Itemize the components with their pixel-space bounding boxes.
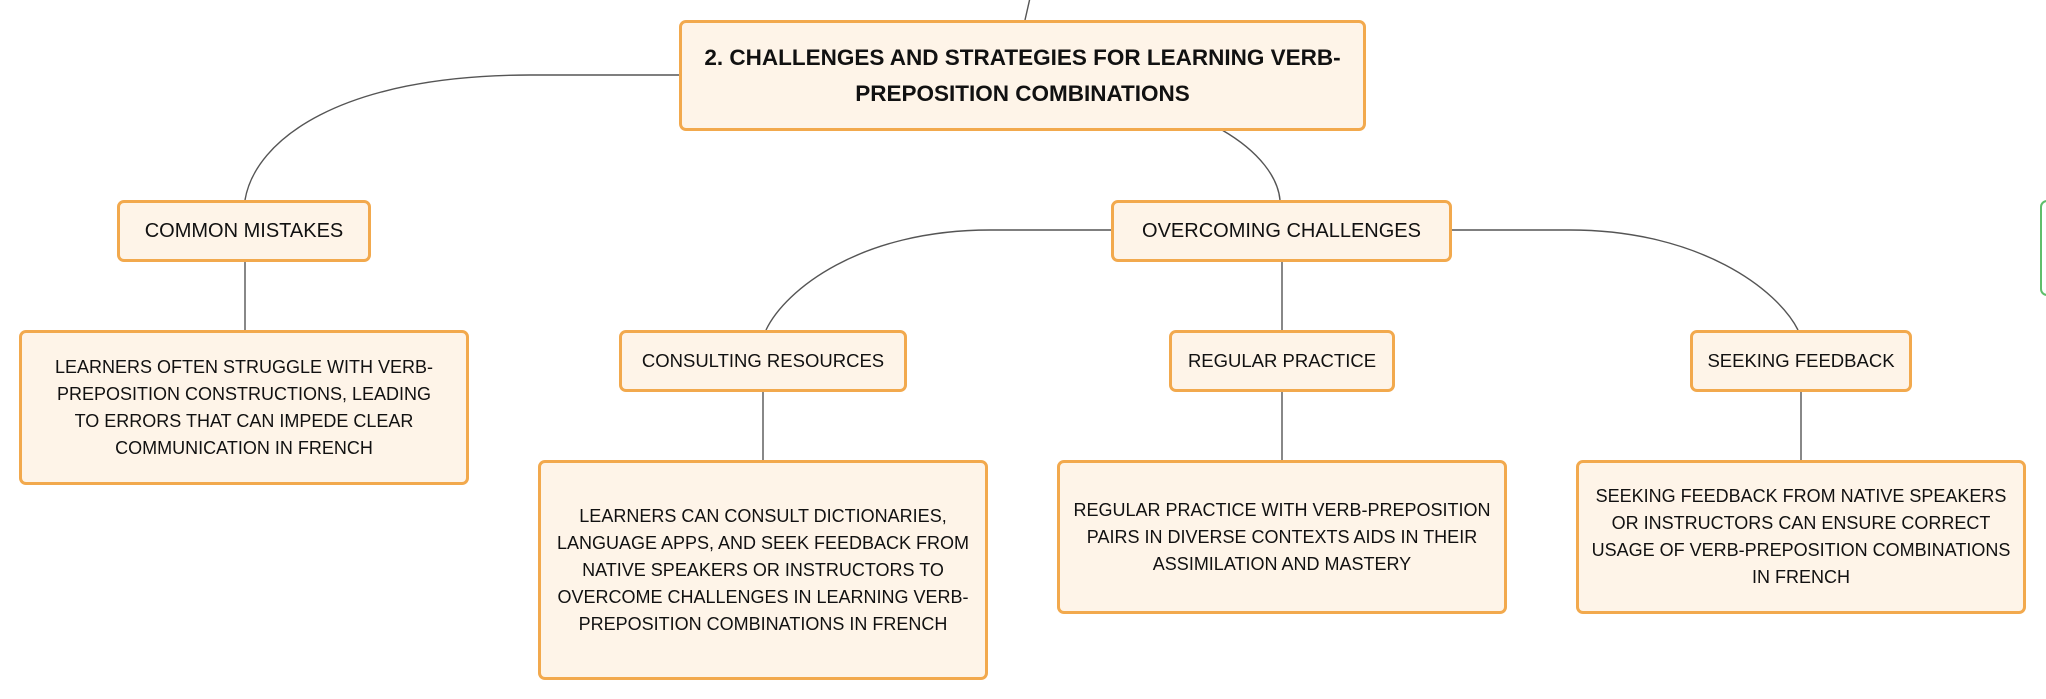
consulting-resources-node[interactable]: CONSULTING RESOURCES: [619, 330, 907, 392]
connector-overcoming-to-feedback: [1452, 229, 1799, 331]
common-mistakes-node[interactable]: COMMON MISTAKES: [117, 200, 371, 262]
regular-practice-label: REGULAR PRACTICE: [1187, 350, 1377, 371]
root-topic-node[interactable]: 2. CHALLENGES AND STRATEGIES FOR LEARNIN…: [679, 20, 1366, 131]
seeking-feedback-label: SEEKING FEEDBACK: [1707, 350, 1895, 371]
seeking-feedback-node[interactable]: SEEKING FEEDBACK: [1690, 330, 1912, 392]
seeking-feedback-detail-node[interactable]: SEEKING FEEDBACK FROM NATIVE SPEAKERS OR…: [1576, 460, 2026, 614]
overcoming-challenges-label: OVERCOMING CHALLENGES: [1142, 220, 1421, 242]
regular-practice-node[interactable]: REGULAR PRACTICE: [1169, 330, 1395, 392]
common-mistakes-label: COMMON MISTAKES: [144, 220, 344, 242]
common-mistakes-detail-text: LEARNERS OFTEN STRUGGLE WITH VERB-PREPOS…: [54, 356, 434, 458]
offscreen-node-edge[interactable]: [2040, 200, 2046, 296]
root-topic-label: 2. CHALLENGES AND STRATEGIES FOR LEARNIN…: [704, 44, 1341, 106]
consulting-resources-detail-node[interactable]: LEARNERS CAN CONSULT DICTIONARIES, LANGU…: [538, 460, 988, 680]
consulting-resources-detail-text: LEARNERS CAN CONSULT DICTIONARIES, LANGU…: [556, 505, 970, 634]
connector-from-parent: [1024, 0, 1031, 21]
overcoming-challenges-node[interactable]: OVERCOMING CHALLENGES: [1111, 200, 1452, 262]
connector-root-to-overcoming-challenges: [1221, 129, 1281, 201]
consulting-resources-label: CONSULTING RESOURCES: [641, 350, 885, 371]
seeking-feedback-detail-text: SEEKING FEEDBACK FROM NATIVE SPEAKERS OR…: [1591, 486, 2011, 587]
connector-root-to-common-mistakes: [244, 74, 680, 201]
regular-practice-detail-text: REGULAR PRACTICE WITH VERB-PREPOSITION P…: [1073, 499, 1491, 574]
common-mistakes-detail-node[interactable]: LEARNERS OFTEN STRUGGLE WITH VERB-PREPOS…: [19, 330, 469, 485]
connector-overcoming-to-consulting: [765, 229, 1111, 331]
regular-practice-detail-node[interactable]: REGULAR PRACTICE WITH VERB-PREPOSITION P…: [1057, 460, 1507, 614]
